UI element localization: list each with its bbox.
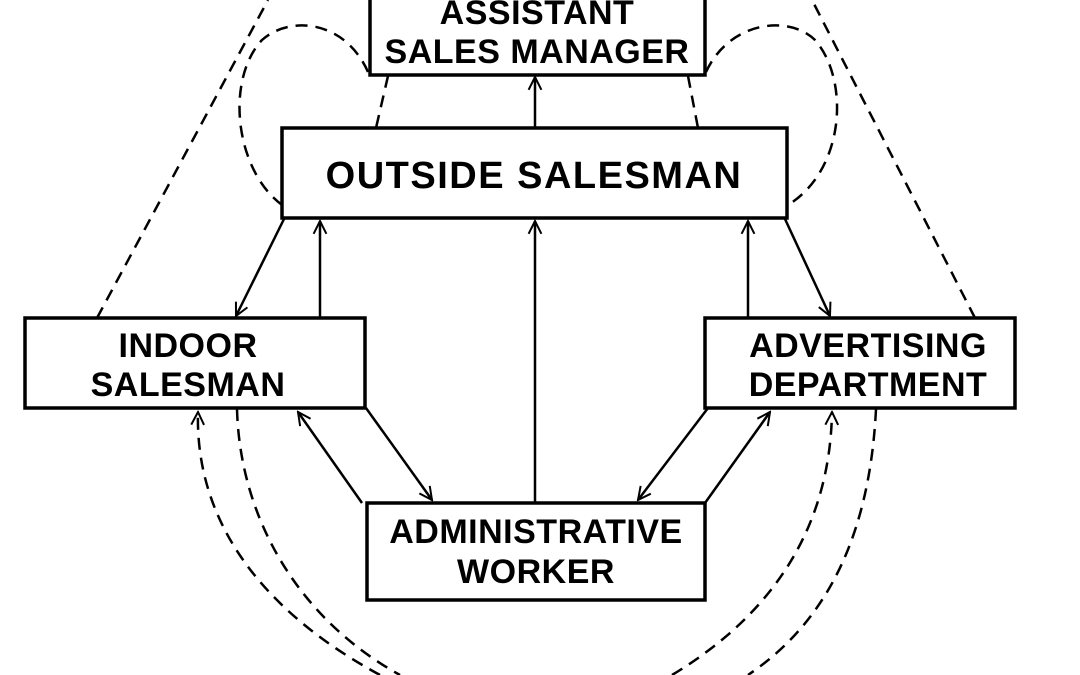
dashed-loop-right — [704, 24, 839, 207]
node-assistant-sales-manager: ASSISTANT SALES MANAGER — [368, 0, 707, 77]
arrow-advertising-to-admin — [638, 407, 709, 500]
dashed-advertising-to-top-right — [810, 0, 977, 319]
node-label: DEPARTMENT — [749, 366, 988, 404]
arrow-outside-to-advertising — [783, 218, 830, 316]
node-label: INDOOR — [119, 327, 258, 365]
dashed-bottom-arc-right-inner — [671, 412, 832, 675]
node-label: ADVERTISING — [749, 327, 987, 365]
node-indoor-salesman: INDOOR SALESMAN — [23, 316, 367, 410]
node-label: ASSISTANT — [440, 0, 635, 32]
arrow-outside-to-indoor — [234, 218, 286, 316]
dashed-loop-left — [238, 24, 370, 207]
dashed-bottom-arc-right-outer — [747, 408, 878, 675]
node-administrative-worker: ADMINISTRATIVE WORKER — [365, 501, 707, 602]
dashed-asm-outside-left — [374, 75, 390, 129]
node-label: WORKER — [457, 553, 615, 591]
arrow-admin-to-advertising — [703, 412, 770, 504]
dashed-indoor-to-top-left — [95, 0, 270, 319]
node-label: ADMINISTRATIVE — [389, 513, 682, 551]
node-label: OUTSIDE SALESMAN — [326, 155, 743, 197]
dashed-bottom-arc-left-outer — [198, 412, 381, 675]
node-label: SALESMAN — [91, 366, 286, 404]
dashed-links — [95, 0, 977, 675]
arrow-indoor-to-admin — [364, 407, 432, 500]
node-advertising-department: ADVERTISING DEPARTMENT — [703, 316, 1017, 410]
arrow-admin-to-indoor — [298, 412, 364, 504]
dashed-asm-outside-right — [686, 75, 700, 129]
node-label: SALES MANAGER — [385, 33, 690, 71]
node-outside-salesman: OUTSIDE SALESMAN — [280, 126, 789, 220]
dashed-bottom-arc-left-inner — [235, 408, 401, 675]
solid-links — [234, 77, 830, 504]
